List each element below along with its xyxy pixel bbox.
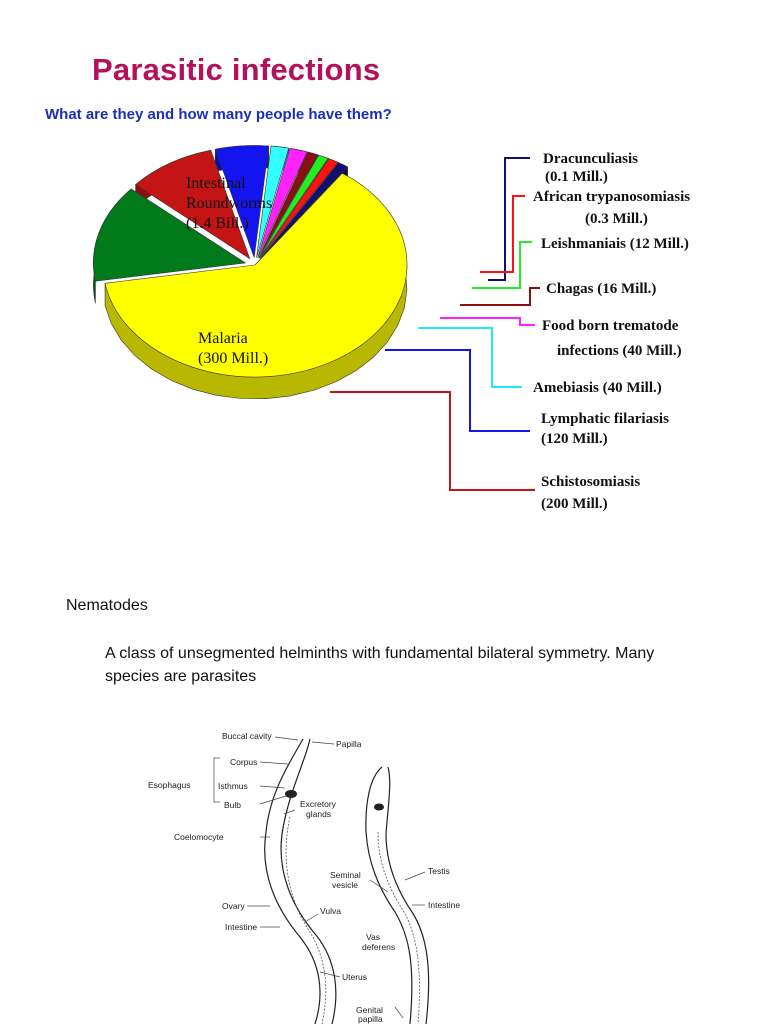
pie-label-1-1: (300 Mill.): [198, 350, 268, 367]
pie-slice-dracunculiasis: [260, 162, 349, 259]
pie-label-1-0: Malaria: [198, 330, 248, 347]
callout-label-2-1: (200 Mill.): [541, 496, 608, 512]
callout-label-6-0: Chagas (16 Mill.): [546, 281, 656, 297]
label-genital-papilla-1: Genital: [356, 1005, 383, 1015]
label-vas-deferens-1: Vas: [366, 932, 380, 942]
callout-label-7-0: Leishmaniais (12 Mill.): [541, 236, 689, 252]
label-vas-deferens-2: deferens: [362, 942, 395, 952]
pie-slice-lymphatic-filariasis: [214, 145, 270, 258]
label-testis: Testis: [428, 866, 450, 876]
callout-label-9-0: Dracunculiasis: [543, 151, 638, 167]
page-title: Parasitic infections: [92, 52, 381, 87]
page-subtitle: What are they and how many people have t…: [45, 106, 392, 123]
pie-slice-chagas: [258, 151, 319, 259]
callout-label-8-1: (0.3 Mill.): [585, 211, 648, 227]
female-worm-intestine: [285, 816, 327, 1024]
pie-slice-schistosomiasis: [135, 150, 251, 260]
pie-slice-intestinal-roundworms: [104, 172, 408, 378]
label-intestine-left: Intestine: [225, 922, 257, 932]
callout-line-6: [460, 287, 540, 306]
label-seminal-vesicle-2: vesicle: [332, 880, 358, 890]
label-uterus: Uterus: [342, 972, 367, 982]
label-vulva: Vulva: [320, 906, 341, 916]
nematodes-definition: A class of unsegmented helminths with fu…: [105, 645, 655, 685]
pie-label-0-1: Roundworms: [186, 195, 272, 212]
callout-label-9-1: (0.1 Mill.): [545, 169, 608, 185]
callout-line-5: [440, 317, 535, 326]
male-worm-intestine: [377, 831, 420, 1024]
male-worm-bulb: [374, 803, 384, 811]
label-intestine-right: Intestine: [428, 900, 460, 910]
label-esophagus: Esophagus: [148, 780, 191, 790]
callout-line-8: [480, 195, 525, 273]
callout-label-3-1: (120 Mill.): [541, 431, 608, 447]
callout-line-7: [472, 241, 532, 289]
label-seminal-vesicle-1: Seminal: [330, 870, 361, 880]
label-isthmus: Isthmus: [218, 781, 248, 791]
pie-slice-african-trypanosomiasis: [259, 158, 339, 259]
label-buccal-cavity: Buccal cavity: [222, 731, 272, 741]
label-bulb: Bulb: [224, 800, 241, 810]
male-worm-outline: [365, 766, 430, 1024]
pie-slice-leishmaniais: [258, 154, 329, 259]
pie-label-0-2: (1.4 Bill.): [186, 215, 249, 232]
callout-line-4: [418, 327, 522, 388]
label-corpus: Corpus: [230, 757, 257, 767]
label-ovary: Ovary: [222, 901, 245, 911]
callout-line-2: [330, 391, 535, 491]
callout-label-8-0: African trypanosomiasis: [533, 189, 690, 205]
nematode-anatomy-diagram: Buccal cavity Papilla Corpus Esophagus I…: [148, 731, 460, 1024]
label-genital-papilla-2: papilla: [358, 1014, 383, 1024]
diagram-leader-lines: [247, 736, 426, 1019]
callout-line-9: [488, 157, 530, 281]
label-excretory-glands-1: Excretory: [300, 799, 337, 809]
callout-label-5-1: infections (40 Mill.): [557, 343, 682, 359]
female-worm-outline: [264, 738, 337, 1024]
label-excretory-glands-2: glands: [306, 809, 331, 819]
female-worm-bulb: [285, 790, 297, 798]
callout-line-3: [385, 349, 530, 432]
callout-label-5-0: Food born trematode: [542, 318, 679, 334]
nematodes-heading: Nematodes: [66, 597, 148, 614]
pie-slice-amebiasis: [256, 145, 290, 258]
label-papilla: Papilla: [336, 739, 362, 749]
callout-label-4-0: Amebiasis (40 Mill.): [533, 380, 662, 396]
callout-label-2-0: Schistosomiasis: [541, 474, 640, 490]
label-coelomocyte: Coelomocyte: [174, 832, 224, 842]
callout-label-3-0: Lymphatic filariasis: [541, 411, 669, 427]
pie-slice-food-born-trematode-infections: [257, 147, 308, 258]
pie-slice-malaria: [93, 188, 247, 282]
pie-label-0-0: Intestinal: [186, 175, 246, 192]
